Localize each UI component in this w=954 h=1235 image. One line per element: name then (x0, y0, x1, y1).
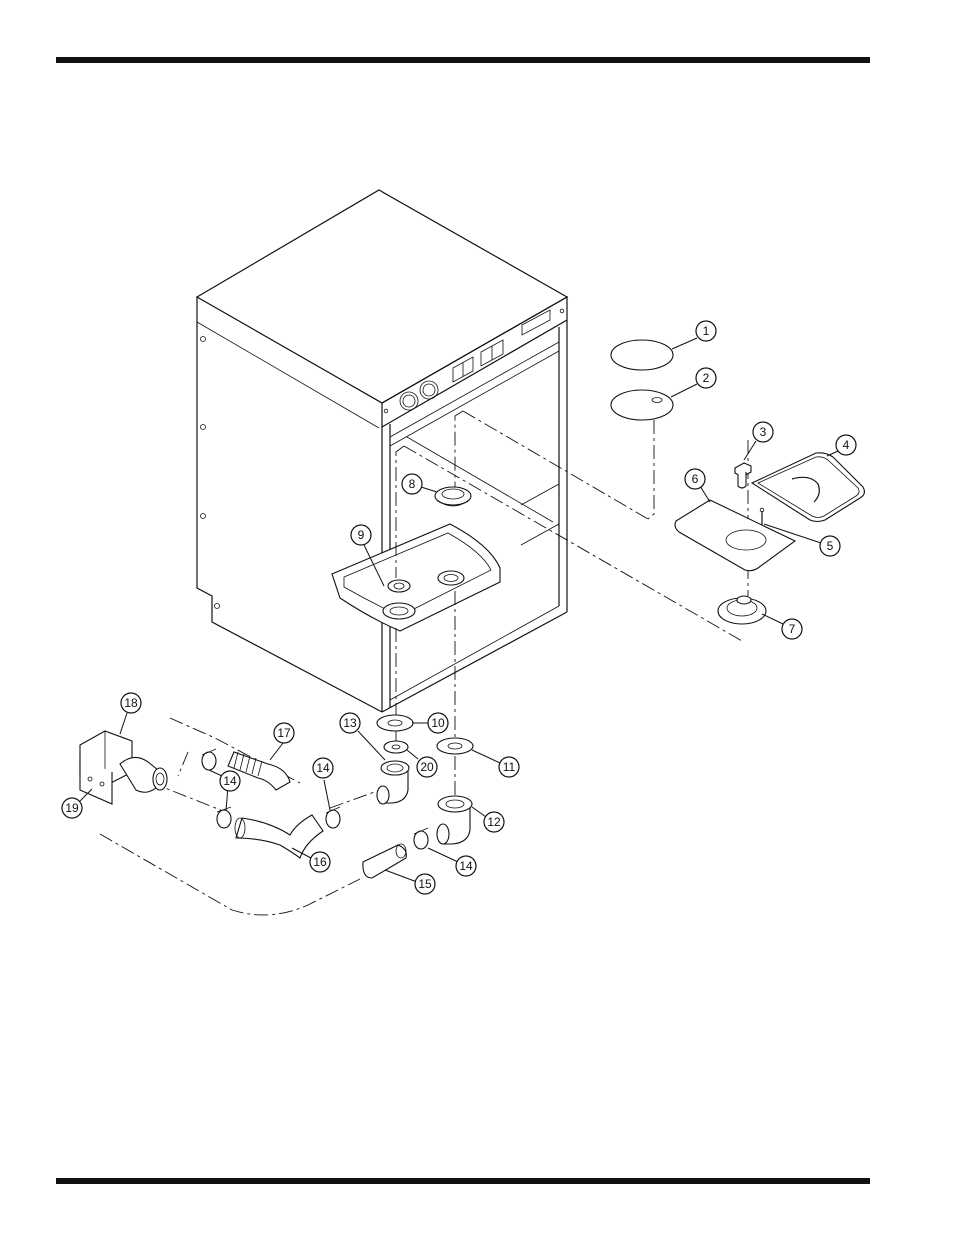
callout: 2 (696, 368, 716, 388)
cover-disc (611, 340, 673, 370)
svg-text:2: 2 (703, 371, 710, 385)
svg-text:5: 5 (827, 539, 834, 553)
callout: 8 (402, 474, 422, 494)
fastener-part (735, 463, 751, 488)
svg-text:14: 14 (459, 859, 473, 873)
hose-part (363, 844, 406, 878)
svg-text:14: 14 (316, 761, 330, 775)
hose-clamp (414, 828, 428, 849)
hose-clamp (217, 807, 231, 828)
callout: 3 (753, 422, 773, 442)
svg-text:13: 13 (343, 716, 357, 730)
callout: 7 (782, 619, 802, 639)
svg-text:1: 1 (703, 324, 710, 338)
callout: 17 (274, 723, 294, 743)
callout: 11 (499, 757, 519, 777)
svg-text:15: 15 (418, 877, 432, 891)
flange-part (718, 596, 766, 624)
gasket-disc (611, 390, 673, 420)
svg-text:19: 19 (65, 801, 79, 815)
curved-hose-part (235, 815, 323, 858)
svg-text:11: 11 (503, 760, 516, 774)
plate-with-hole (675, 500, 795, 571)
callout: 16 (310, 852, 330, 872)
hose-clamp (326, 807, 340, 828)
callout: 14 (456, 856, 476, 876)
callout: 15 (415, 874, 435, 894)
svg-text:18: 18 (124, 696, 138, 710)
svg-text:16: 16 (313, 855, 327, 869)
callout: 4 (836, 435, 856, 455)
callout: 13 (340, 713, 360, 733)
callout: 10 (428, 713, 448, 733)
callout: 9 (351, 525, 371, 545)
svg-text:3: 3 (760, 425, 767, 439)
svg-text:20: 20 (420, 760, 434, 774)
callout: 18 (121, 693, 141, 713)
svg-text:7: 7 (789, 622, 796, 636)
svg-text:4: 4 (843, 438, 850, 452)
dishwasher-cabinet (197, 190, 567, 712)
callout: 20 (417, 757, 437, 777)
elbow-part (377, 761, 409, 804)
svg-text:9: 9 (358, 528, 365, 542)
callout: 14 (220, 771, 240, 791)
hose-clamp (202, 749, 216, 770)
callout: 14 (313, 758, 333, 778)
svg-text:17: 17 (277, 726, 291, 740)
fitting-part (435, 487, 471, 506)
callout: 1 (696, 321, 716, 341)
callout: 5 (820, 536, 840, 556)
small-washer-part (384, 741, 408, 753)
callout: 19 (62, 798, 82, 818)
plate-part (752, 453, 864, 522)
drain-pump (80, 731, 167, 804)
washer-part-2 (437, 738, 473, 754)
washer-part (377, 715, 413, 731)
callout: 6 (685, 469, 705, 489)
elbow-part-2 (437, 796, 472, 844)
svg-text:10: 10 (431, 716, 445, 730)
svg-text:8: 8 (409, 477, 416, 491)
svg-text:12: 12 (487, 815, 501, 829)
callout: 12 (484, 812, 504, 832)
svg-text:14: 14 (223, 774, 237, 788)
svg-text:6: 6 (692, 472, 699, 486)
